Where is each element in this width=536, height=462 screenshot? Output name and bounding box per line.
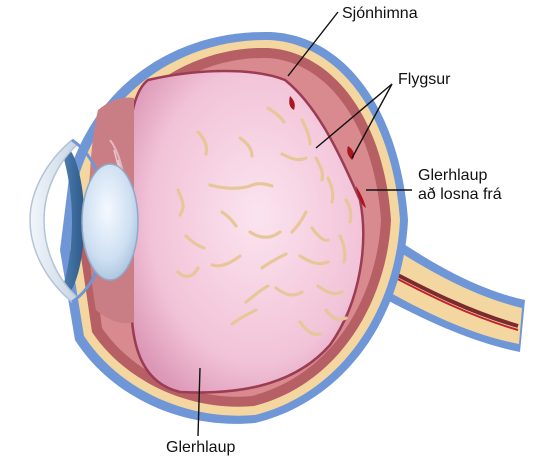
label-vitreous-detachment-line1: Glerhlaup <box>418 166 487 185</box>
lens <box>82 164 138 280</box>
label-floaters: Flygsur <box>398 70 450 89</box>
label-vitreous-detachment-line2: að losna frá <box>418 185 502 204</box>
label-retina: Sjónhimna <box>342 4 418 23</box>
label-vitreous: Glerhlaup <box>166 438 235 457</box>
